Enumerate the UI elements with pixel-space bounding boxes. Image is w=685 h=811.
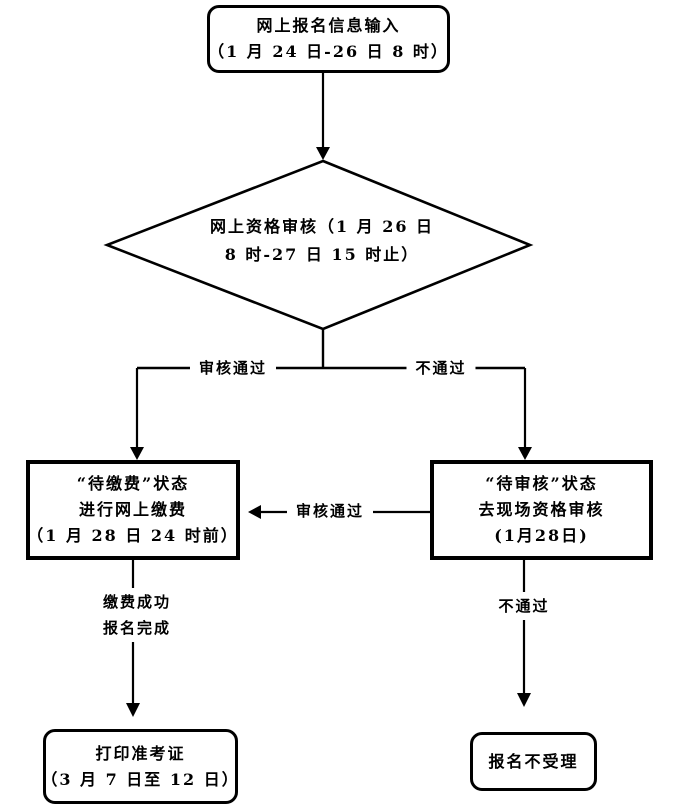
edge-label-not-passed-right: 不通过 — [406, 354, 476, 382]
edge-label-payment-success-line2: 报名完成 — [102, 619, 172, 637]
onsite-review-node: “待审核”状态 去现场资格审核 (1月28日) — [430, 460, 653, 560]
arrowhead-onsite-to-pay — [248, 505, 261, 519]
edge-label-onsite-not-passed: 不通过 — [489, 592, 559, 620]
arrowhead-branch-to-pay — [130, 447, 144, 460]
edge-label-payment-success-line1: 缴费成功 — [102, 593, 172, 611]
decision-node-line2: 8 时-27 日 15 时止） — [224, 245, 420, 264]
pending-payment-node: “待缴费”状态 进行网上缴费 （1 月 28 日 24 时前） — [26, 460, 240, 560]
arrowhead-start-to-decision — [316, 147, 330, 160]
decision-node-online-qualification-review: 网上资格审核（1 月 26 日 8 时-27 日 15 时止） — [122, 210, 522, 272]
start-node-line1: 网上报名信息输入 — [256, 16, 401, 35]
arrowhead-branch-to-onsite — [518, 447, 532, 460]
print-ticket-line1: 打印准考证 — [95, 743, 186, 763]
edge-label-review-passed-left: 审核通过 — [189, 354, 277, 382]
onsite-review-line1: “待审核”状态 — [485, 474, 598, 493]
print-ticket-line2: （3 月 7 日至 12 日） — [41, 769, 240, 789]
start-node-online-registration: 网上报名信息输入 （1 月 24 日-26 日 8 时） — [207, 5, 450, 73]
pending-payment-line3: （1 月 28 日 24 时前） — [27, 526, 239, 545]
arrowhead-onsite-to-reject — [517, 693, 531, 707]
pending-payment-line2: 进行网上缴费 — [78, 500, 187, 519]
onsite-review-line3: (1月28日) — [494, 526, 589, 545]
decision-node-line1: 网上资格审核（1 月 26 日 — [209, 217, 435, 236]
edge-label-onsite-review-passed: 审核通过 — [286, 497, 374, 525]
pending-payment-line1: “待缴费”状态 — [76, 474, 190, 493]
arrowhead-pay-to-print — [126, 703, 140, 717]
onsite-review-line2: 去现场资格审核 — [478, 500, 605, 519]
registration-rejected-node: 报名不受理 — [470, 732, 597, 791]
print-ticket-node: 打印准考证 （3 月 7 日至 12 日） — [41, 729, 240, 804]
registration-rejected-line1: 报名不受理 — [488, 751, 579, 771]
start-node-line2: （1 月 24 日-26 日 8 时） — [208, 42, 449, 61]
edge-label-payment-success: 缴费成功 报名完成 — [93, 588, 181, 642]
